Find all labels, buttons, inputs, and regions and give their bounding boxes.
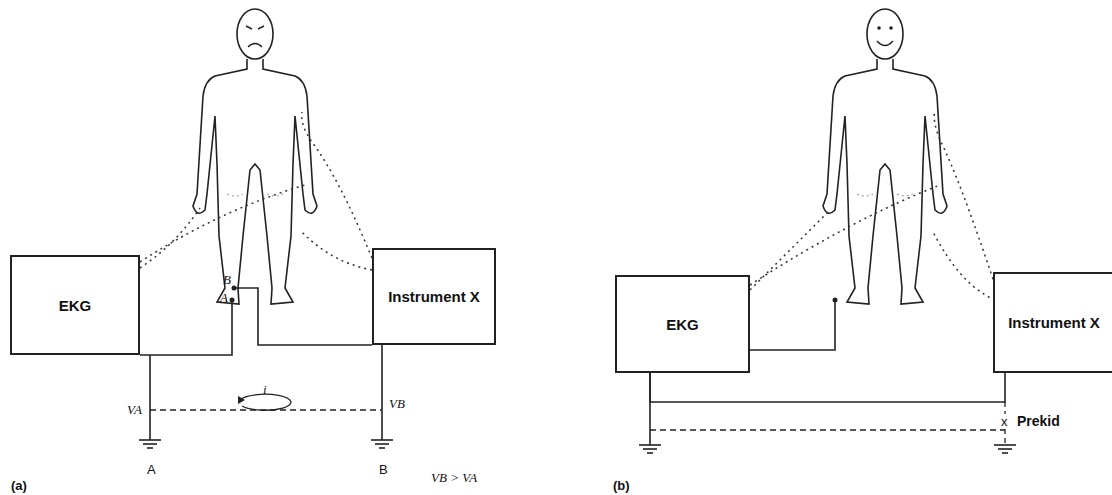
ground-label: B (378, 462, 389, 477)
electrode-lead (140, 112, 372, 270)
ground-wire (650, 373, 1005, 402)
instrument-box: EKG (615, 275, 750, 373)
contact-point (232, 286, 237, 291)
box-label: Instrument X (1008, 314, 1100, 331)
box-label: EKG (666, 316, 699, 333)
instrument-box: Instrument X (993, 272, 1112, 373)
current-arrow (238, 396, 245, 404)
contact-point (230, 298, 235, 303)
ground-symbol (371, 440, 393, 448)
point-label: A (219, 290, 229, 305)
panel-label: (b) (612, 478, 631, 493)
potential-label: VA (126, 402, 143, 417)
point-label: B (222, 272, 232, 287)
instrument-box: Instrument X (372, 248, 496, 345)
potential-label: VB (388, 396, 406, 411)
inequality-note: VB > VA (430, 470, 478, 485)
break-label: Prekid (1016, 413, 1061, 429)
ground-symbol (139, 440, 161, 448)
wire (140, 288, 382, 440)
ground-label: A (146, 462, 157, 477)
ground-symbol (639, 445, 661, 453)
patient-figure (193, 9, 317, 304)
contact-point (833, 298, 838, 303)
patient-figure (823, 9, 947, 304)
ground-symbol (994, 445, 1016, 453)
box-label: EKG (59, 297, 92, 314)
panel-label: (a) (10, 478, 28, 493)
electrode-lead (750, 110, 995, 300)
box-label: Instrument X (388, 288, 480, 305)
current-label: i (262, 382, 268, 397)
break-mark: x (1000, 414, 1009, 429)
instrument-box: EKG (10, 255, 140, 355)
potential-line (650, 429, 1005, 430)
